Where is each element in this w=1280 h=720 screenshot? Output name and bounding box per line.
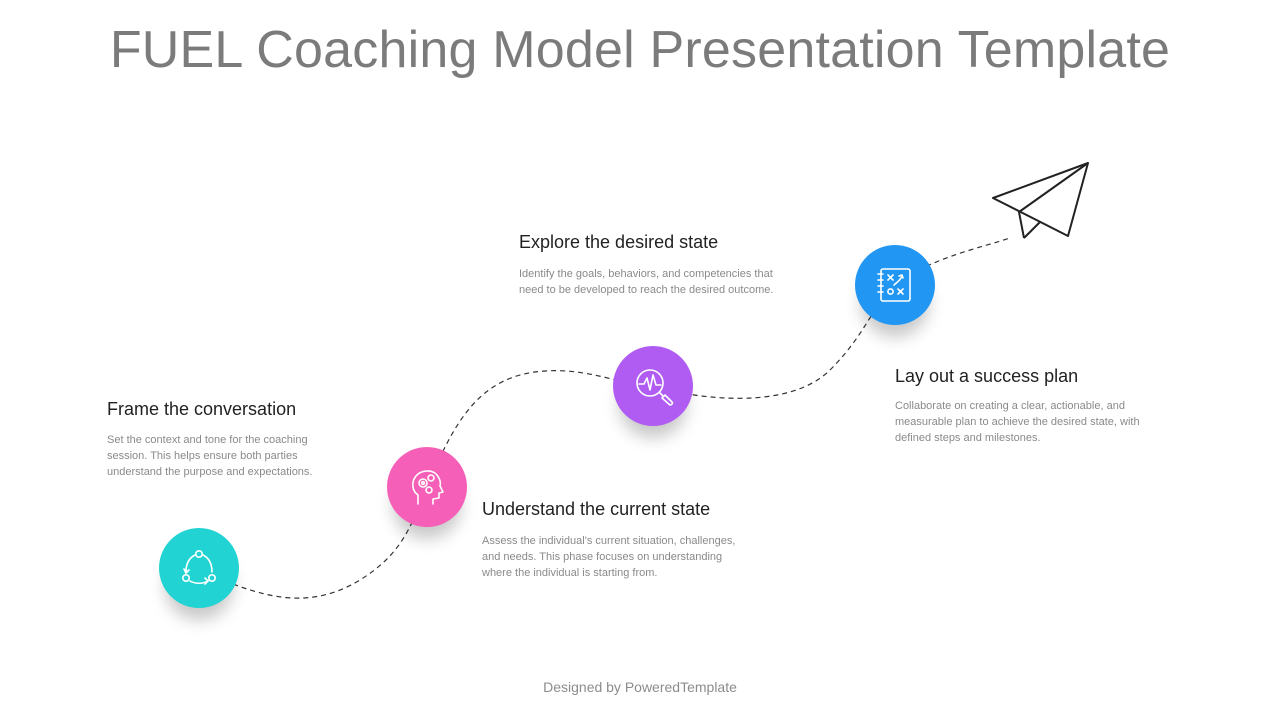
step-understand-title: Understand the current state <box>482 499 711 519</box>
step-layout-title: Lay out a success plan <box>895 366 1079 386</box>
step-understand-description: Assess the individual's current situatio… <box>482 535 736 579</box>
head-gears-icon <box>412 470 444 505</box>
step-frame-node <box>159 528 239 608</box>
strategy-board-icon <box>877 268 911 302</box>
step-understand-node <box>387 447 467 527</box>
cycle-arrows-icon <box>182 550 216 585</box>
footer-credit: Designed by PoweredTemplate <box>543 679 737 695</box>
step-explore-title: Explore the desired state <box>519 232 719 252</box>
page-title: FUEL Coaching Model Presentation Templat… <box>109 21 1171 79</box>
journey-dashed-line <box>199 237 1011 599</box>
step-explore-node <box>613 346 693 426</box>
step-layout-description: Collaborate on creating a clear, actiona… <box>895 400 1140 444</box>
paper-plane-icon <box>992 162 1089 239</box>
step-frame-description: Set the context and tone for the coachin… <box>107 434 313 478</box>
step-frame-title: Frame the conversation <box>107 399 297 419</box>
magnifier-pulse-icon <box>636 369 674 406</box>
step-explore-description: Identify the goals, behaviors, and compe… <box>519 268 774 296</box>
step-layout-node <box>855 245 935 325</box>
